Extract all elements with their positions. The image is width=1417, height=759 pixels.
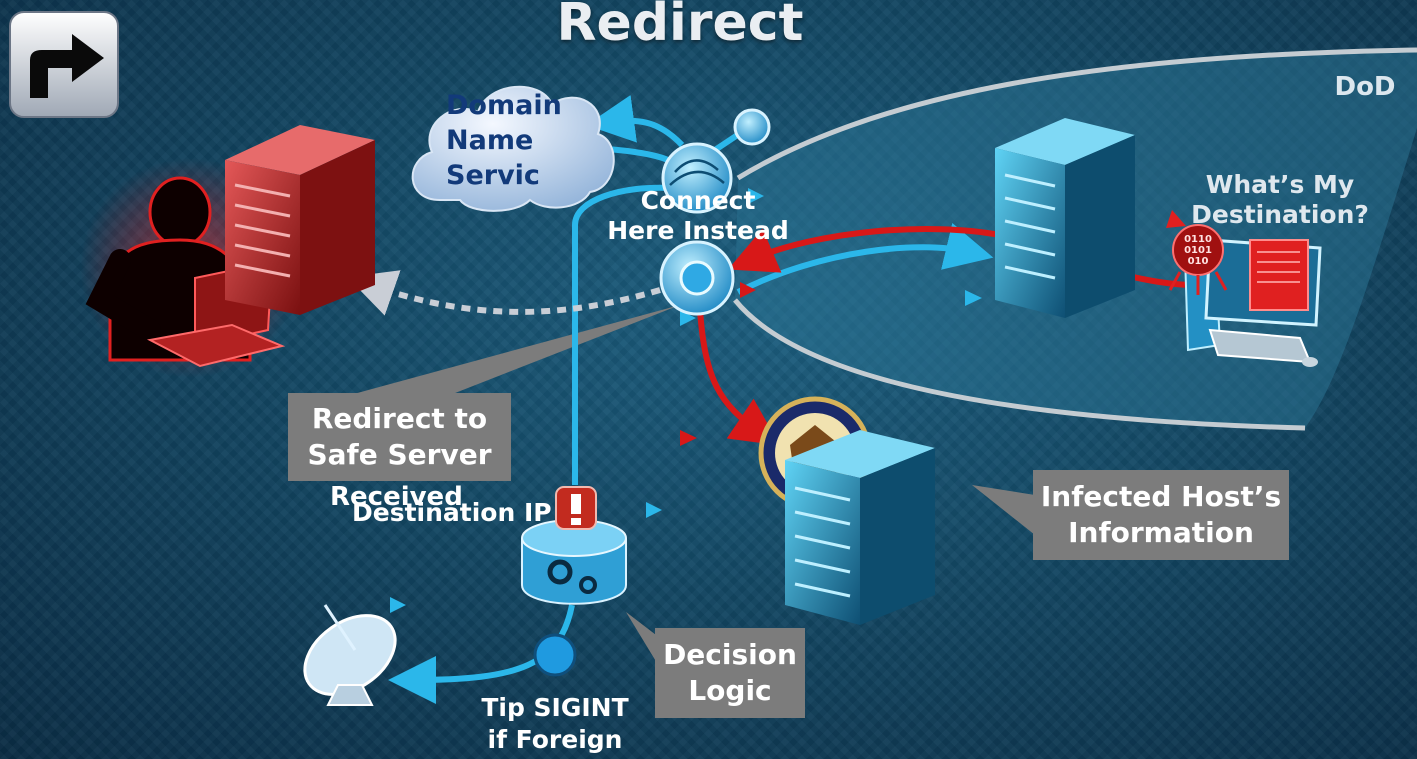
malicious-document (1249, 239, 1309, 311)
decision-logic-box: Decision Logic (655, 628, 805, 718)
satellite-node (661, 142, 733, 214)
small-node (733, 108, 771, 146)
dns-label: Domain Name Servic (446, 88, 596, 196)
sigint-junction-node (533, 633, 577, 677)
decision-database (521, 519, 627, 605)
flow-node-to-dod-server (736, 223, 994, 295)
dod-region-label: DoD (1334, 72, 1396, 102)
flow-database-up (572, 184, 671, 485)
binary-line3: 010 (1187, 256, 1209, 267)
infected-callout-pointer (972, 485, 1035, 535)
attacker-server (225, 125, 375, 315)
dod-server (995, 118, 1135, 318)
tip-sigint-label: Tip SIGINT if Foreign (460, 692, 650, 756)
binary-line1: 0110 (1184, 234, 1212, 245)
direction-marker-red-2 (740, 282, 756, 298)
received-label: Received (330, 482, 463, 512)
nsa-server (785, 430, 935, 625)
destination-label-line1: What’s My (1205, 170, 1355, 199)
direction-marker-red (680, 430, 697, 446)
destination-label-line2: Destination? (1191, 200, 1369, 229)
whats-my-destination-label: What’s My Destination? (1180, 170, 1380, 230)
infected-box-line1: Infected Host’s (1040, 480, 1282, 513)
decision-box-line1: Decision (663, 638, 797, 671)
redirect-box-line1: Redirect to (311, 402, 488, 435)
infected-box-line2: Information (1068, 516, 1254, 549)
redirect-node (659, 240, 735, 316)
tip-sigint-line2: if Foreign (487, 725, 623, 754)
flow-redirect-dashed (347, 270, 661, 316)
redirect-to-safe-server-box: Redirect to Safe Server (288, 393, 511, 481)
dns-label-line3: Servic (446, 160, 540, 192)
connect-label-line1: Connect (640, 186, 756, 215)
warning-icon (555, 486, 597, 530)
connect-label-line2: Here Instead (607, 216, 789, 245)
connect-here-label: Connect Here Instead (598, 186, 798, 246)
dns-label-line2: Name (446, 125, 534, 157)
decision-callout-pointer (626, 612, 660, 668)
satellite-dish-icon (303, 604, 397, 706)
binary-badge: 0110 0101 010 (1180, 234, 1216, 267)
dns-cloud (411, 85, 615, 212)
malware-bug-icon (1166, 210, 1228, 295)
diagram-title: Redirect (556, 0, 804, 53)
flow-dod-to-node (727, 226, 1001, 273)
dod-boundary-bottom (733, 298, 1306, 431)
dod-boundary-top (736, 47, 1417, 181)
infected-host-information-box: Infected Host’s Information (1033, 470, 1289, 560)
decision-box-line2: Logic (688, 674, 772, 707)
flow-node-to-dns (586, 95, 685, 148)
redirect-arrow-icon (9, 11, 119, 118)
flow-to-sigint (388, 604, 575, 704)
destination-ip-label: Destination IP (352, 498, 552, 527)
redirect-box-line2: Safe Server (307, 438, 492, 471)
flow-node-to-nsa (697, 309, 780, 446)
tip-sigint-line1: Tip SIGINT (481, 693, 629, 722)
binary-line2: 0101 (1184, 245, 1212, 256)
redirect-callout-pointer (350, 305, 680, 395)
dns-label-line1: Domain (446, 90, 562, 121)
